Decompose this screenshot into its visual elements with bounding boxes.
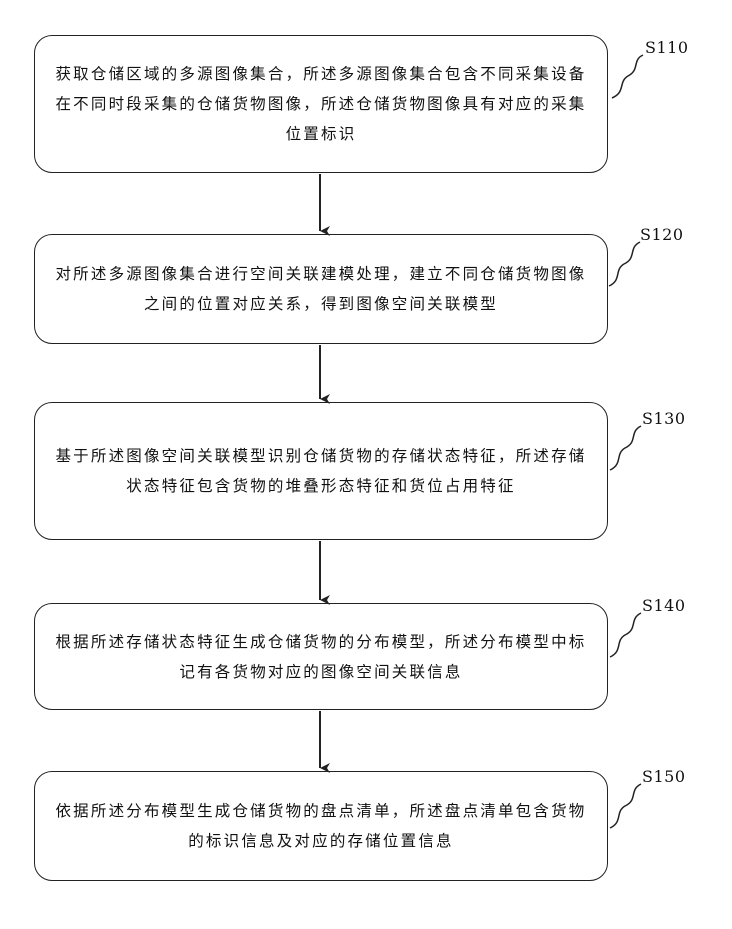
step-label-s150: S150 bbox=[642, 767, 686, 786]
leader-line-s140 bbox=[610, 613, 641, 657]
step-text-s110: 获取仓储区域的多源图像集合，所述多源图像集合包含不同采集设备在不同时段采集的仓储… bbox=[49, 59, 593, 149]
step-text-s150: 依据所述分布模型生成仓储货物的盘点清单，所述盘点清单包含货物的标识信息及对应的存… bbox=[49, 796, 593, 856]
step-box-s130: 基于所述图像空间关联模型识别仓储货物的存储状态特征，所述存储状态特征包含货物的堆… bbox=[34, 402, 608, 540]
step-box-s110: 获取仓储区域的多源图像集合，所述多源图像集合包含不同采集设备在不同时段采集的仓储… bbox=[34, 35, 608, 173]
leader-line-s130 bbox=[610, 426, 641, 470]
step-text-s130: 基于所述图像空间关联模型识别仓储货物的存储状态特征，所述存储状态特征包含货物的堆… bbox=[49, 441, 593, 501]
step-label-s110: S110 bbox=[645, 38, 689, 57]
step-box-s140: 根据所述存储状态特征生成仓储货物的分布模型，所述分布模型中标记有各货物对应的图像… bbox=[34, 603, 608, 710]
step-label-s130: S130 bbox=[642, 409, 686, 428]
step-box-s150: 依据所述分布模型生成仓储货物的盘点清单，所述盘点清单包含货物的标识信息及对应的存… bbox=[34, 771, 608, 881]
step-label-s140: S140 bbox=[642, 596, 686, 615]
step-text-s140: 根据所述存储状态特征生成仓储货物的分布模型，所述分布模型中标记有各货物对应的图像… bbox=[49, 627, 593, 687]
leader-line-s150 bbox=[610, 784, 641, 828]
step-box-s120: 对所述多源图像集合进行空间关联建模处理，建立不同仓储货物图像之间的位置对应关系，… bbox=[34, 234, 608, 344]
step-text-s120: 对所述多源图像集合进行空间关联建模处理，建立不同仓储货物图像之间的位置对应关系，… bbox=[49, 259, 593, 319]
step-label-s120: S120 bbox=[640, 225, 684, 244]
leader-line-s110 bbox=[612, 55, 643, 98]
leader-line-s120 bbox=[609, 242, 640, 286]
